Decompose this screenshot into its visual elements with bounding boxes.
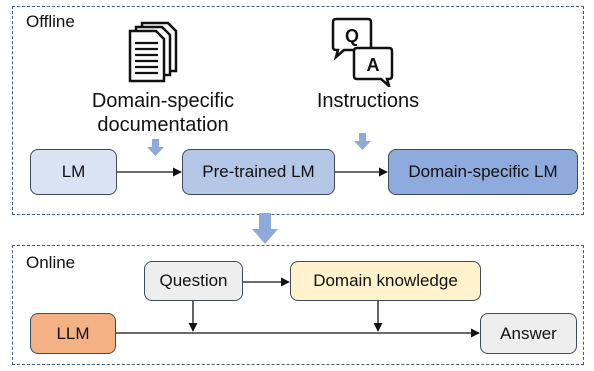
qa-chat-icon: Q A (331, 17, 394, 87)
lm-box: LM (30, 149, 117, 195)
instructions-caption: Instructions (316, 90, 420, 112)
question-box: Question (144, 261, 243, 301)
domain-specific-lm-box: Domain-specific LM (388, 149, 578, 195)
domain-knowledge-box: Domain knowledge (290, 261, 481, 301)
answer-box: Answer (480, 313, 577, 354)
qa-q-letter: Q (345, 26, 359, 46)
online-panel (12, 245, 584, 365)
block-arrow-docs (147, 139, 164, 156)
block-arrow-offline-to-online (252, 213, 278, 244)
block-arrow-instructions (354, 133, 371, 150)
documents-icon (128, 21, 178, 83)
doc-caption-line1: Domain-specific (91, 90, 235, 112)
offline-panel (12, 6, 584, 215)
doc-caption-line2: documentation (97, 114, 229, 136)
llm-box: LLM (30, 313, 116, 354)
online-label: Online (26, 253, 76, 272)
qa-a-letter: A (367, 55, 380, 75)
offline-label: Offline (26, 12, 75, 31)
pretrained-lm-box: Pre-trained LM (182, 149, 335, 195)
